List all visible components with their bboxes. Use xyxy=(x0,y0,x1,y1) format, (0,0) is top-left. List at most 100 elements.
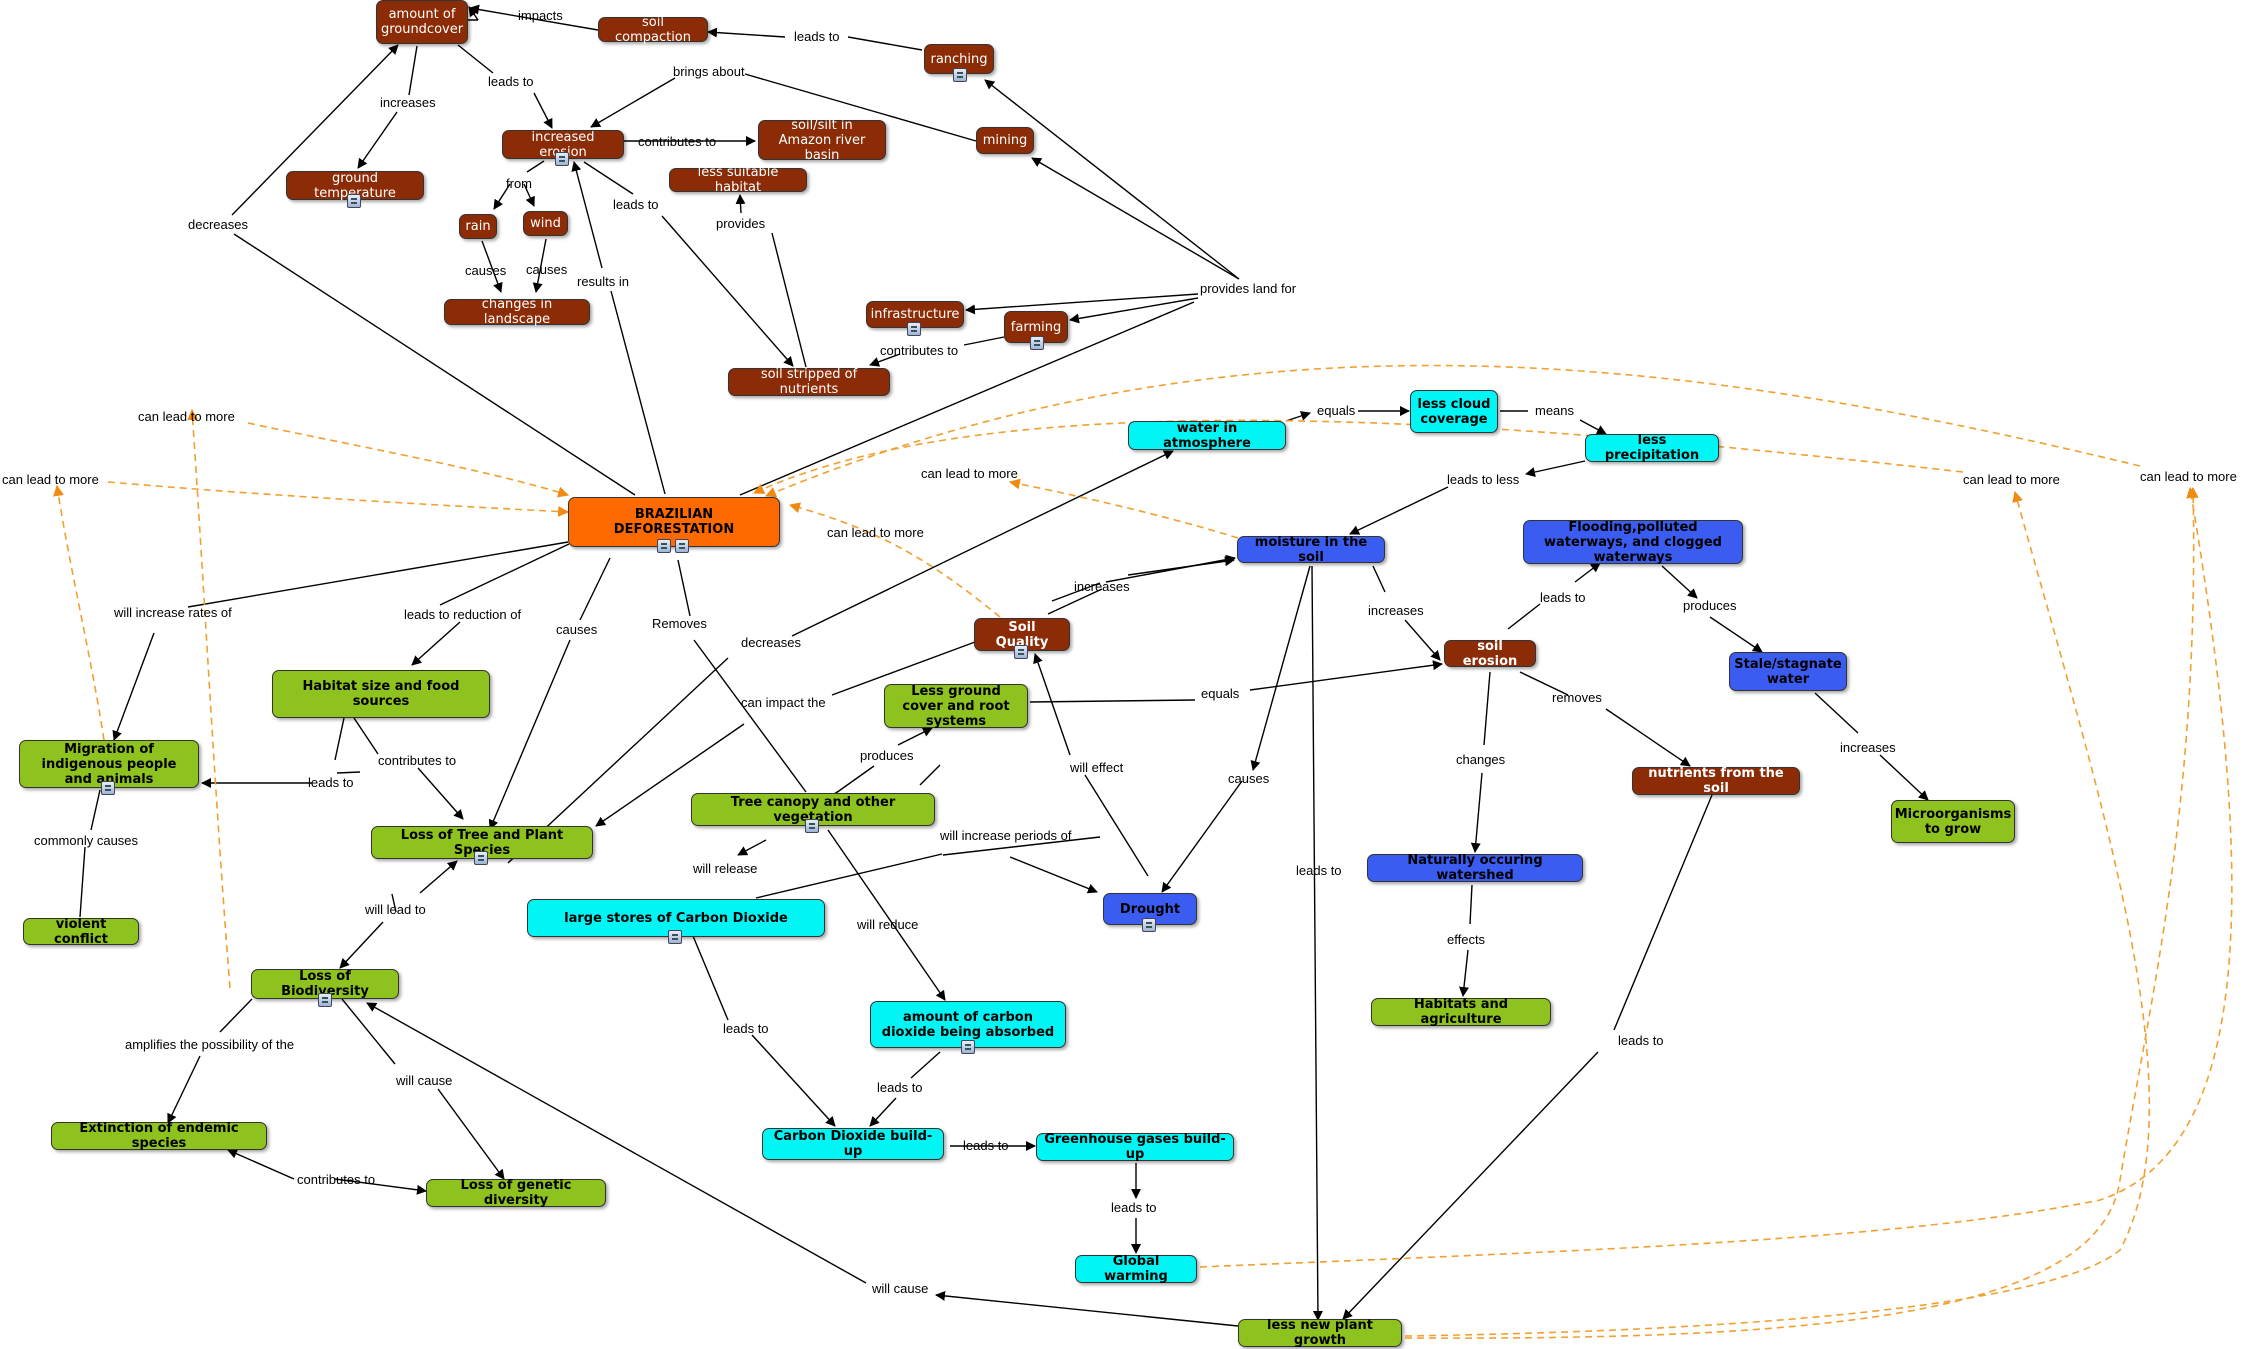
node-changes-in-landscape[interactable]: changes in landscape xyxy=(444,297,590,327)
link xyxy=(869,1097,897,1127)
resource-icon[interactable] xyxy=(805,819,819,833)
link-label: can lead to more xyxy=(2,472,99,487)
link xyxy=(532,238,547,293)
node-habitats-and-agriculture[interactable]: Habitats and agriculture xyxy=(1371,997,1551,1027)
resource-icon[interactable] xyxy=(1030,336,1044,350)
node-stale-stagnate-water[interactable]: Stale/stagnate water xyxy=(1729,652,1847,691)
link xyxy=(1161,780,1243,893)
node-flooding-polluted-waterways[interactable]: Flooding,polluted waterways, and clogged… xyxy=(1523,520,1743,565)
link xyxy=(1249,660,1443,691)
link xyxy=(233,233,636,496)
image-icon[interactable] xyxy=(657,539,671,553)
link xyxy=(1285,411,1311,422)
link-label: increases xyxy=(380,95,436,110)
link-label: increases xyxy=(1074,579,1130,594)
resource-icon[interactable] xyxy=(1142,918,1156,932)
link-label: leads to xyxy=(308,775,354,790)
link-label: will increase rates of xyxy=(113,605,232,620)
node-tree-canopy-other-vegetation[interactable]: Tree canopy and other vegetation xyxy=(691,793,935,826)
node-habitat-size-and-food-sources[interactable]: Habitat size and food sources xyxy=(272,670,490,718)
link xyxy=(1047,588,1103,615)
link-label: leads to xyxy=(613,197,659,212)
resource-icon[interactable] xyxy=(318,993,332,1007)
node-microorganisms-to-grow[interactable]: Microorganisms to grow xyxy=(1891,800,2015,843)
node-carbon-dioxide-build-up[interactable]: Carbon Dioxide build-up xyxy=(762,1128,944,1160)
link xyxy=(1605,708,1691,767)
node-moisture-in-the-soil[interactable]: moisture in the soil xyxy=(1237,535,1385,565)
link-label: leads to less xyxy=(1447,472,1520,487)
link xyxy=(897,727,933,746)
link-label: commonly causes xyxy=(34,833,139,848)
link-label: from xyxy=(506,176,532,191)
link xyxy=(1009,856,1098,894)
resource-icon[interactable] xyxy=(347,194,361,208)
resource-icon[interactable] xyxy=(1014,645,1028,659)
resource-icon[interactable] xyxy=(953,68,967,82)
link-label: increases xyxy=(1840,740,1896,755)
node-soil-compaction[interactable]: soil compaction xyxy=(598,15,708,45)
node-brazilian-deforestation[interactable]: BRAZILIAN DEFORESTATION xyxy=(568,497,780,547)
node-less-suitable-habitat[interactable]: less suitable habitat xyxy=(669,165,807,195)
link xyxy=(231,44,399,216)
resource-icon[interactable] xyxy=(675,539,689,553)
link-label: Removes xyxy=(652,616,707,631)
node-greenhouse-gases-build-up[interactable]: Greenhouse gases build-up xyxy=(1036,1132,1234,1162)
link xyxy=(411,621,461,666)
link xyxy=(1483,671,1491,746)
node-less-new-plant-growth[interactable]: less new plant growth xyxy=(1238,1318,1402,1348)
link xyxy=(965,293,1199,315)
link-label: leads to xyxy=(1540,590,1586,605)
resource-icon[interactable] xyxy=(907,322,921,336)
node-nutrients-from-the-soil[interactable]: nutrients from the soil xyxy=(1632,766,1800,796)
node-soil-erosion[interactable]: soil erosion xyxy=(1444,639,1536,669)
link xyxy=(419,860,458,894)
node-less-cloud-coverage[interactable]: less cloud coverage xyxy=(1410,390,1498,433)
link xyxy=(187,408,231,989)
link xyxy=(227,1149,295,1180)
link xyxy=(457,44,494,74)
node-infrastructure[interactable]: infrastructure xyxy=(866,301,964,328)
link xyxy=(334,1178,427,1195)
resource-icon[interactable] xyxy=(961,1040,975,1054)
resource-icon[interactable] xyxy=(101,781,115,795)
node-amount-of-groundcover[interactable]: amount of groundcover xyxy=(376,0,468,44)
link xyxy=(791,450,1174,637)
link xyxy=(751,1034,836,1127)
node-loss-of-tree-and-plant-species[interactable]: Loss of Tree and Plant Species xyxy=(371,826,593,859)
node-wind[interactable]: wind xyxy=(523,211,568,236)
link xyxy=(610,290,666,495)
node-mining[interactable]: mining xyxy=(976,127,1034,154)
node-violent-conflict[interactable]: violent conflict xyxy=(23,917,139,947)
link xyxy=(1008,478,1239,539)
link xyxy=(677,559,691,617)
link xyxy=(693,639,807,793)
node-rain[interactable]: rain xyxy=(459,214,497,239)
resource-icon[interactable] xyxy=(668,930,682,944)
link xyxy=(692,935,729,1021)
resource-icon[interactable] xyxy=(555,152,569,166)
node-less-precipitation[interactable]: less precipitation xyxy=(1585,433,1719,463)
node-global-warming[interactable]: Global warming xyxy=(1075,1254,1197,1284)
link-label: provides land for xyxy=(1200,281,1297,296)
link xyxy=(336,771,361,774)
link-label: leads to xyxy=(1296,863,1342,878)
link xyxy=(1613,794,1713,1031)
node-soil-silt-amazon[interactable]: soil/silt in Amazon river basin xyxy=(758,118,886,163)
node-naturally-occuring-watershed[interactable]: Naturally occuring watershed xyxy=(1367,853,1583,883)
link xyxy=(752,419,1964,494)
link xyxy=(1469,884,1473,925)
link-label: results in xyxy=(577,274,629,289)
node-water-in-atmosphere[interactable]: water in atmosphere xyxy=(1128,421,1286,451)
link xyxy=(1033,653,1071,756)
node-migration-indigenous-people-animals[interactable]: Migration of indigenous people and anima… xyxy=(19,740,199,788)
link xyxy=(1579,419,1607,435)
resource-icon[interactable] xyxy=(474,851,488,865)
node-extinction-endemic-species[interactable]: Extinction of endemic species xyxy=(51,1121,267,1151)
node-loss-of-genetic-diversity[interactable]: Loss of genetic diversity xyxy=(426,1178,606,1208)
link-label: contributes to xyxy=(880,343,958,358)
link xyxy=(247,422,570,498)
link xyxy=(167,1055,201,1124)
link xyxy=(1459,949,1469,997)
node-soil-stripped-of-nutrients[interactable]: soil stripped of nutrients xyxy=(728,367,890,397)
node-less-ground-cover-root-systems[interactable]: Less ground cover and root systems xyxy=(884,684,1028,729)
